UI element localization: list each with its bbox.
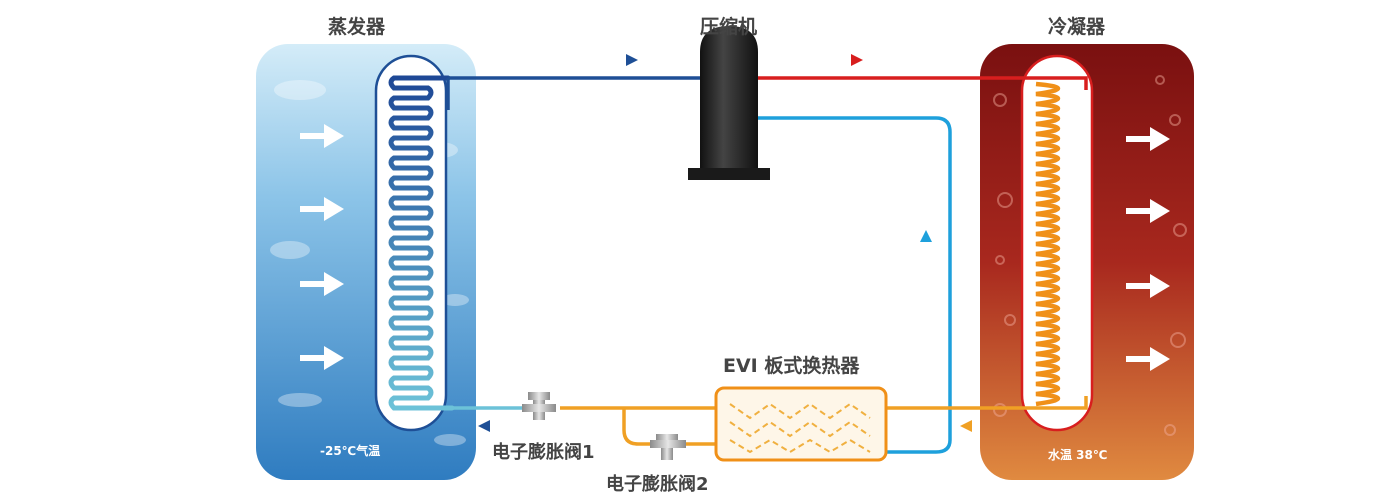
right-arrow-icon <box>1126 274 1170 298</box>
valve2-label: 电子膨胀阀2 <box>606 474 709 495</box>
right-arrow-icon <box>300 124 344 148</box>
evaporator-coil <box>388 75 455 411</box>
bubble-texture <box>993 75 1187 436</box>
right-arrow-icon <box>300 197 344 221</box>
right-arrow-icon <box>300 272 344 296</box>
compressor-label: 压缩机 <box>700 16 758 38</box>
right-arrow-icon <box>1126 127 1170 151</box>
evaporator-tube <box>374 54 448 432</box>
liquid-pipe <box>884 396 1088 410</box>
right-arrow-icon <box>1126 199 1170 223</box>
condenser-coil <box>1035 81 1061 407</box>
right-arrow-icon <box>1126 347 1170 371</box>
right-arrow-icon <box>300 346 344 370</box>
right-arrow-icon <box>805 54 863 66</box>
valve-icon <box>522 392 556 420</box>
evi-heat-exchanger <box>714 386 888 462</box>
right-arrow-icon <box>580 54 638 66</box>
air-temp-label: -25℃气温 <box>320 444 381 458</box>
water-temp-label: 水温 38℃ <box>1048 448 1108 462</box>
evaporator-label: 蒸发器 <box>328 16 386 38</box>
condenser-label: 冷凝器 <box>1048 16 1106 38</box>
evi-label: EVI 板式换热器 <box>723 355 860 377</box>
injection-pipe <box>758 116 952 454</box>
left-arrow-icon <box>960 420 1010 432</box>
left-arrow-icon <box>478 420 520 432</box>
airflow-arrows-evaporator <box>300 124 344 370</box>
valve-icon <box>650 434 686 460</box>
compressor <box>688 26 770 180</box>
branch-pipe <box>622 408 652 446</box>
condenser-tube <box>1020 54 1094 432</box>
up-arrow-icon <box>920 230 932 288</box>
valve1-label: 电子膨胀阀1 <box>492 442 595 463</box>
evi-wave-pattern <box>729 402 871 454</box>
discharge-pipe <box>758 76 1088 90</box>
airflow-arrows-condenser <box>1126 127 1170 371</box>
